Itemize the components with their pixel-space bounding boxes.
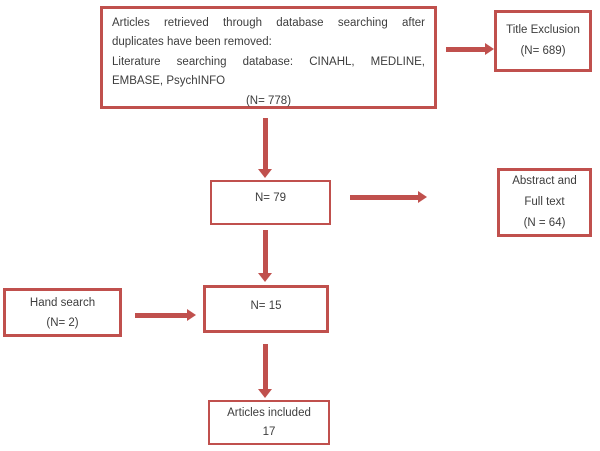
box-hand-search: Hand search (N= 2) bbox=[3, 288, 122, 337]
arrow-head-right-icon bbox=[485, 43, 494, 55]
box-title-exclusion: Title Exclusion (N= 689) bbox=[494, 10, 592, 72]
arrow-shaft bbox=[446, 46, 485, 52]
arrow-head-right-icon bbox=[418, 191, 427, 203]
arrow-shaft bbox=[262, 344, 268, 389]
box-articles-included: Articles included 17 bbox=[208, 400, 330, 445]
arrow-head-right-icon bbox=[187, 309, 196, 321]
arrow-head-down-icon bbox=[258, 169, 272, 178]
hand-search-count: (N= 2) bbox=[46, 316, 79, 329]
title-exclusion-count: (N= 689) bbox=[520, 45, 566, 57]
abstract-line-2: Full text bbox=[524, 196, 565, 208]
arrow-shaft bbox=[262, 118, 268, 169]
arrow-shaft bbox=[262, 230, 268, 273]
arrow-screened-to-abstract bbox=[350, 191, 427, 203]
retrieved-line-1: Articles retrieved through database sear… bbox=[112, 17, 425, 29]
box-articles-retrieved: Articles retrieved through database sear… bbox=[100, 6, 437, 109]
arrow-screened-to-eligible bbox=[258, 230, 272, 282]
abstract-count: (N = 64) bbox=[523, 217, 566, 229]
arrow-head-down-icon bbox=[258, 389, 272, 398]
retrieved-count: (N= 778) bbox=[245, 94, 292, 107]
arrow-retrieved-to-title-exclusion bbox=[446, 43, 494, 55]
arrow-head-down-icon bbox=[258, 273, 272, 282]
included-label: Articles included bbox=[227, 406, 311, 419]
retrieved-line-4: EMBASE, PsychINFO bbox=[112, 75, 226, 88]
screened-count: N= 79 bbox=[254, 192, 286, 204]
retrieved-line-3: Literature searching database: CINAHL, M… bbox=[112, 55, 425, 68]
arrow-shaft bbox=[135, 312, 187, 318]
box-eligible-n15: N= 15 bbox=[203, 285, 329, 333]
included-count: 17 bbox=[262, 425, 276, 438]
title-exclusion-label: Title Exclusion bbox=[506, 24, 580, 36]
arrow-retrieved-to-screened bbox=[258, 118, 272, 178]
box-abstract-full-text: Abstract and Full text (N = 64) bbox=[497, 168, 592, 237]
abstract-line-1: Abstract and bbox=[512, 175, 577, 187]
eligible-count: N= 15 bbox=[250, 300, 282, 312]
arrow-eligible-to-included bbox=[258, 344, 272, 398]
hand-search-label: Hand search bbox=[29, 296, 96, 309]
arrow-shaft bbox=[350, 194, 418, 200]
box-screened-n79: N= 79 bbox=[210, 180, 331, 225]
retrieved-line-2: duplicates have been removed: bbox=[112, 36, 272, 49]
arrow-hand-search-to-eligible bbox=[135, 309, 196, 321]
